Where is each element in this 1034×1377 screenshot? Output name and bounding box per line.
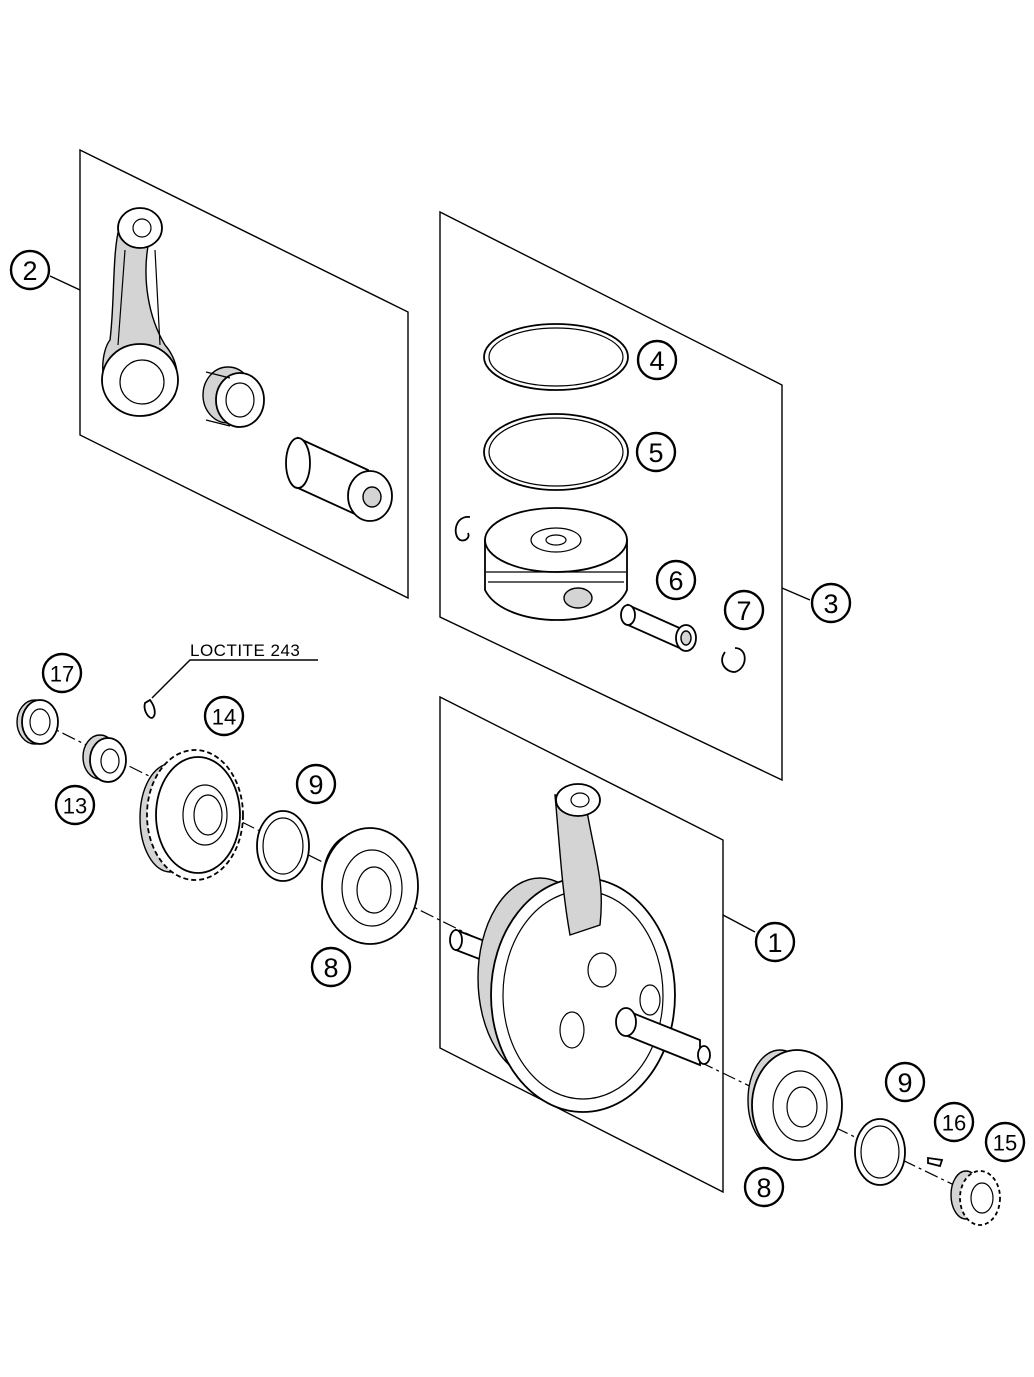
callout-15: 15 xyxy=(984,1121,1026,1163)
svg-text:9: 9 xyxy=(897,1068,912,1098)
leader-loctite xyxy=(151,659,318,699)
frame-crankshaft xyxy=(439,695,724,1194)
callout-8-right: 8 xyxy=(743,1166,785,1208)
axis-right xyxy=(699,1061,986,1201)
callout-14: 14 xyxy=(203,695,245,737)
svg-text:14: 14 xyxy=(212,705,236,730)
connecting-rod xyxy=(101,207,179,417)
leader-1 xyxy=(722,914,756,933)
callout-6: 6 xyxy=(655,559,697,601)
spacer-bushing xyxy=(82,734,127,783)
crankshaft xyxy=(449,783,711,1113)
shaft-seal-left xyxy=(16,699,59,745)
svg-text:13: 13 xyxy=(63,794,87,819)
piston-pin xyxy=(620,603,697,652)
piston-ring-top xyxy=(483,323,629,391)
callout-8-left: 8 xyxy=(310,946,352,988)
svg-text:4: 4 xyxy=(649,346,664,376)
loctite-note: LOCTITE 243 xyxy=(190,641,300,660)
svg-text:1: 1 xyxy=(767,928,782,958)
callout-16: 16 xyxy=(933,1101,975,1143)
crank-pin xyxy=(285,436,393,522)
circlip-left xyxy=(454,516,471,542)
svg-text:16: 16 xyxy=(942,1111,966,1136)
svg-text:9: 9 xyxy=(308,770,323,800)
callout-2: 2 xyxy=(9,249,51,291)
callout-9-left: 9 xyxy=(295,763,337,805)
callout-13: 13 xyxy=(54,784,96,826)
ball-bearing-left xyxy=(321,827,419,945)
leader-3 xyxy=(781,587,811,601)
callout-4: 4 xyxy=(636,339,678,381)
svg-text:2: 2 xyxy=(22,256,37,286)
callout-5: 5 xyxy=(635,431,677,473)
svg-text:6: 6 xyxy=(668,566,683,596)
leader-2 xyxy=(49,275,81,291)
callout-9-right: 9 xyxy=(884,1061,926,1103)
callout-17: 17 xyxy=(41,652,83,694)
callout-3: 3 xyxy=(810,582,852,624)
svg-text:17: 17 xyxy=(50,662,74,687)
frame-conrod-kit xyxy=(79,148,409,600)
frame-piston-kit xyxy=(439,210,783,782)
circlip-right xyxy=(721,647,746,673)
svg-text:5: 5 xyxy=(648,438,663,468)
svg-text:8: 8 xyxy=(756,1173,771,1203)
piston xyxy=(484,507,628,621)
needle-bearing xyxy=(202,366,265,428)
primary-gear xyxy=(139,749,244,881)
svg-text:8: 8 xyxy=(323,953,338,983)
svg-text:7: 7 xyxy=(736,596,751,626)
shim-ring-left xyxy=(256,810,310,882)
shim-ring-right xyxy=(854,1118,906,1186)
piston-ring-second xyxy=(483,413,629,491)
ball-bearing-right xyxy=(747,1049,843,1161)
crankshaft-gear xyxy=(950,1170,1001,1226)
svg-text:15: 15 xyxy=(993,1131,1017,1156)
callout-7: 7 xyxy=(723,589,765,631)
woodruff-key-left xyxy=(143,698,156,719)
callout-1: 1 xyxy=(754,921,796,963)
woodruff-key-right xyxy=(927,1156,944,1168)
svg-text:3: 3 xyxy=(823,589,838,619)
